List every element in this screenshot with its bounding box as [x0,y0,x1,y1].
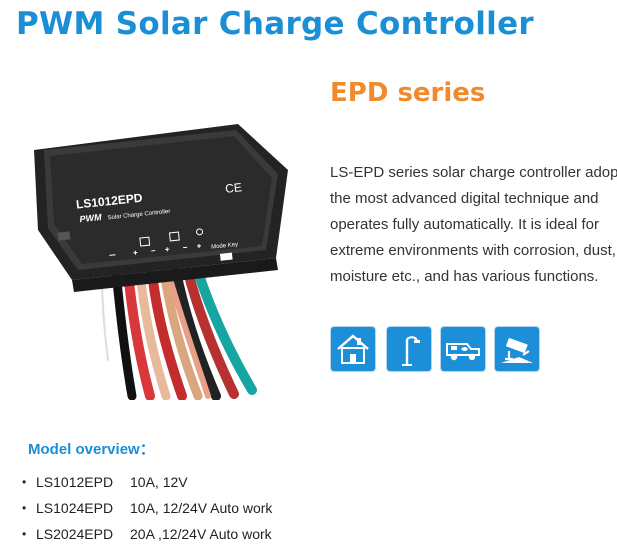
mode-key-button [220,253,233,261]
description-line: LS-EPD series solar charge controller ad… [330,160,615,186]
vehicle-icon [441,327,485,371]
description-line: operates fully automatically. It is idea… [330,212,615,238]
model-name: LS1024EPD [36,500,113,516]
surveillance-camera-icon [495,327,539,371]
series-description: LS-EPD series solar charge controller ad… [330,160,615,290]
model-overview-heading: Model overview： [28,438,155,459]
model-spec: 10A, 12/24V Auto work [130,500,272,516]
model-spec: 20A ,12/24V Auto work [130,526,272,542]
cable-bundle [102,272,252,396]
series-heading: EPD series [330,78,485,108]
controller-case [34,124,288,292]
house-icon [331,327,375,371]
description-line: the most advanced digital technique and [330,186,615,212]
street-lamp-icon [387,327,431,371]
bullet: • [22,527,26,541]
model-name: LS1012EPD [36,474,113,490]
product-image: LS1012EPD PWM Solar Charge Controller CE… [28,100,303,400]
model-spec: 10A, 12V [130,474,188,490]
ce-mark: CE [224,180,242,196]
page-title: PWM Solar Charge Controller [16,6,534,42]
description-line: extreme environments with corrosion, dus… [330,238,615,264]
model-name: LS2024EPD [36,526,113,542]
bullet: • [22,475,26,489]
description-line: moisture etc., and has various functions… [330,264,615,290]
bullet: • [22,501,26,515]
